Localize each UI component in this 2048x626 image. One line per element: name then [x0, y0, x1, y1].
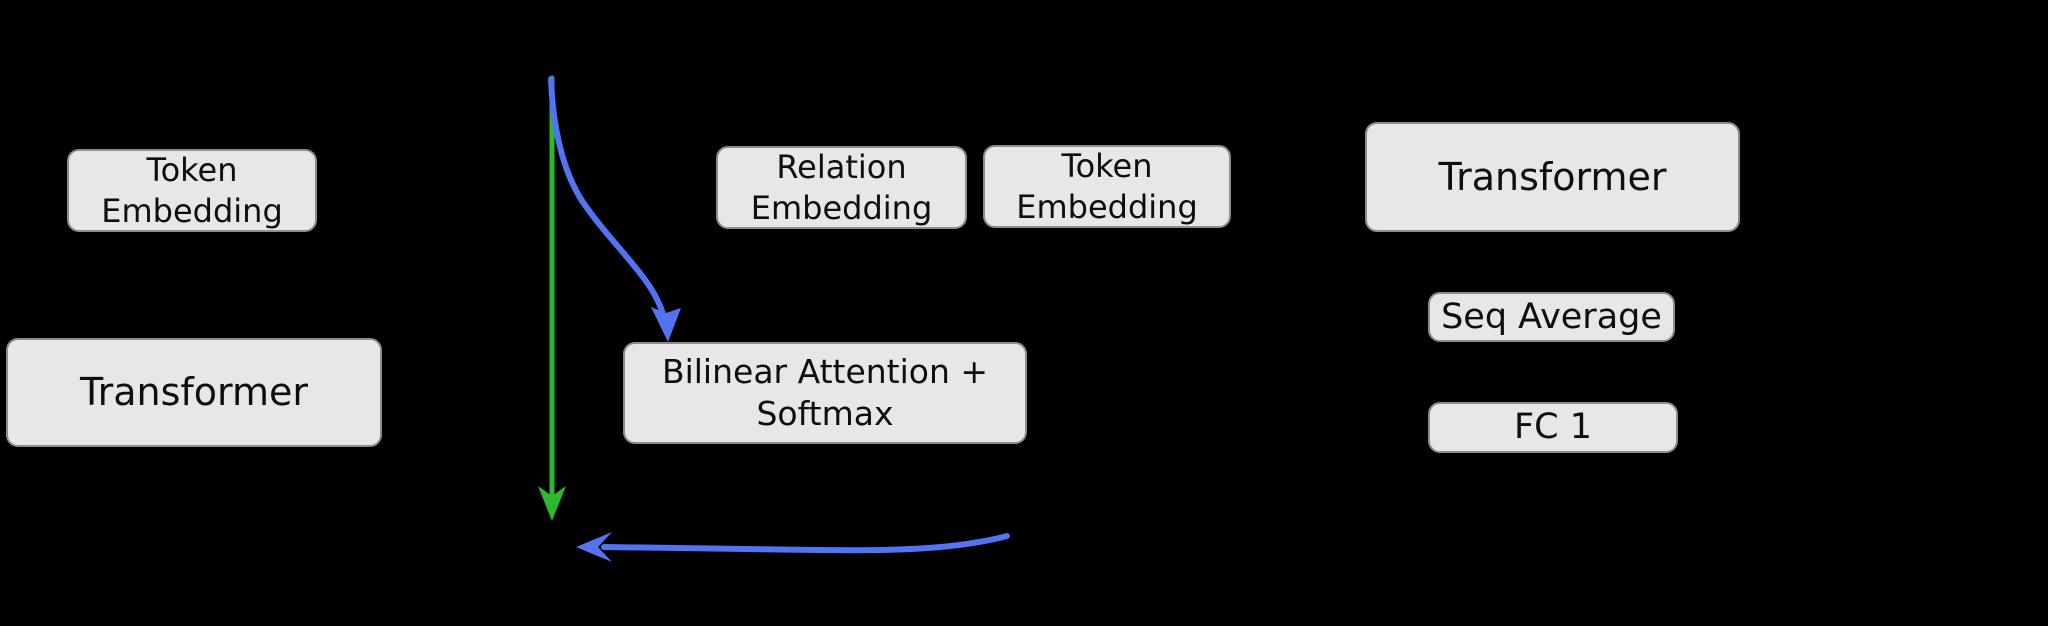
- transformer-left-label: Transformer: [79, 370, 309, 415]
- seq-average-box: Seq Average: [1428, 292, 1675, 342]
- relation-embedding-box: Relation Embedding: [716, 146, 967, 229]
- transformer-right-box: Transformer: [1365, 122, 1740, 232]
- relation-embedding-label: Relation Embedding: [750, 147, 933, 227]
- token-embedding-left-label: Token Embedding: [101, 150, 283, 230]
- green-down-arrow: [538, 75, 566, 521]
- transformer-right-label: Transformer: [1438, 154, 1667, 199]
- token-embedding-mid-label: Token Embedding: [1016, 146, 1198, 226]
- blue-left-arrow: [576, 532, 1010, 562]
- blue-curve-arrowhead-icon: [651, 307, 681, 342]
- token-embedding-mid-box: Token Embedding: [983, 145, 1231, 228]
- seq-average-label: Seq Average: [1441, 296, 1662, 337]
- bilinear-attention-softmax-box: Bilinear Attention + Softmax: [623, 342, 1027, 444]
- green-down-arrowhead-icon: [538, 486, 566, 521]
- transformer-left-box: Transformer: [6, 338, 382, 447]
- blue-curve-arrow: [548, 76, 681, 342]
- fc-1-box: FC 1: [1428, 402, 1678, 453]
- blue-curve-arrow-shaft: [548, 76, 666, 317]
- fc-1-label: FC 1: [1514, 407, 1592, 448]
- blue-left-arrowhead-icon: [576, 532, 612, 562]
- blue-left-arrow-shaft: [601, 533, 1010, 554]
- bilinear-attention-softmax-label: Bilinear Attention + Softmax: [661, 351, 989, 433]
- token-embedding-left-box: Token Embedding: [67, 149, 317, 232]
